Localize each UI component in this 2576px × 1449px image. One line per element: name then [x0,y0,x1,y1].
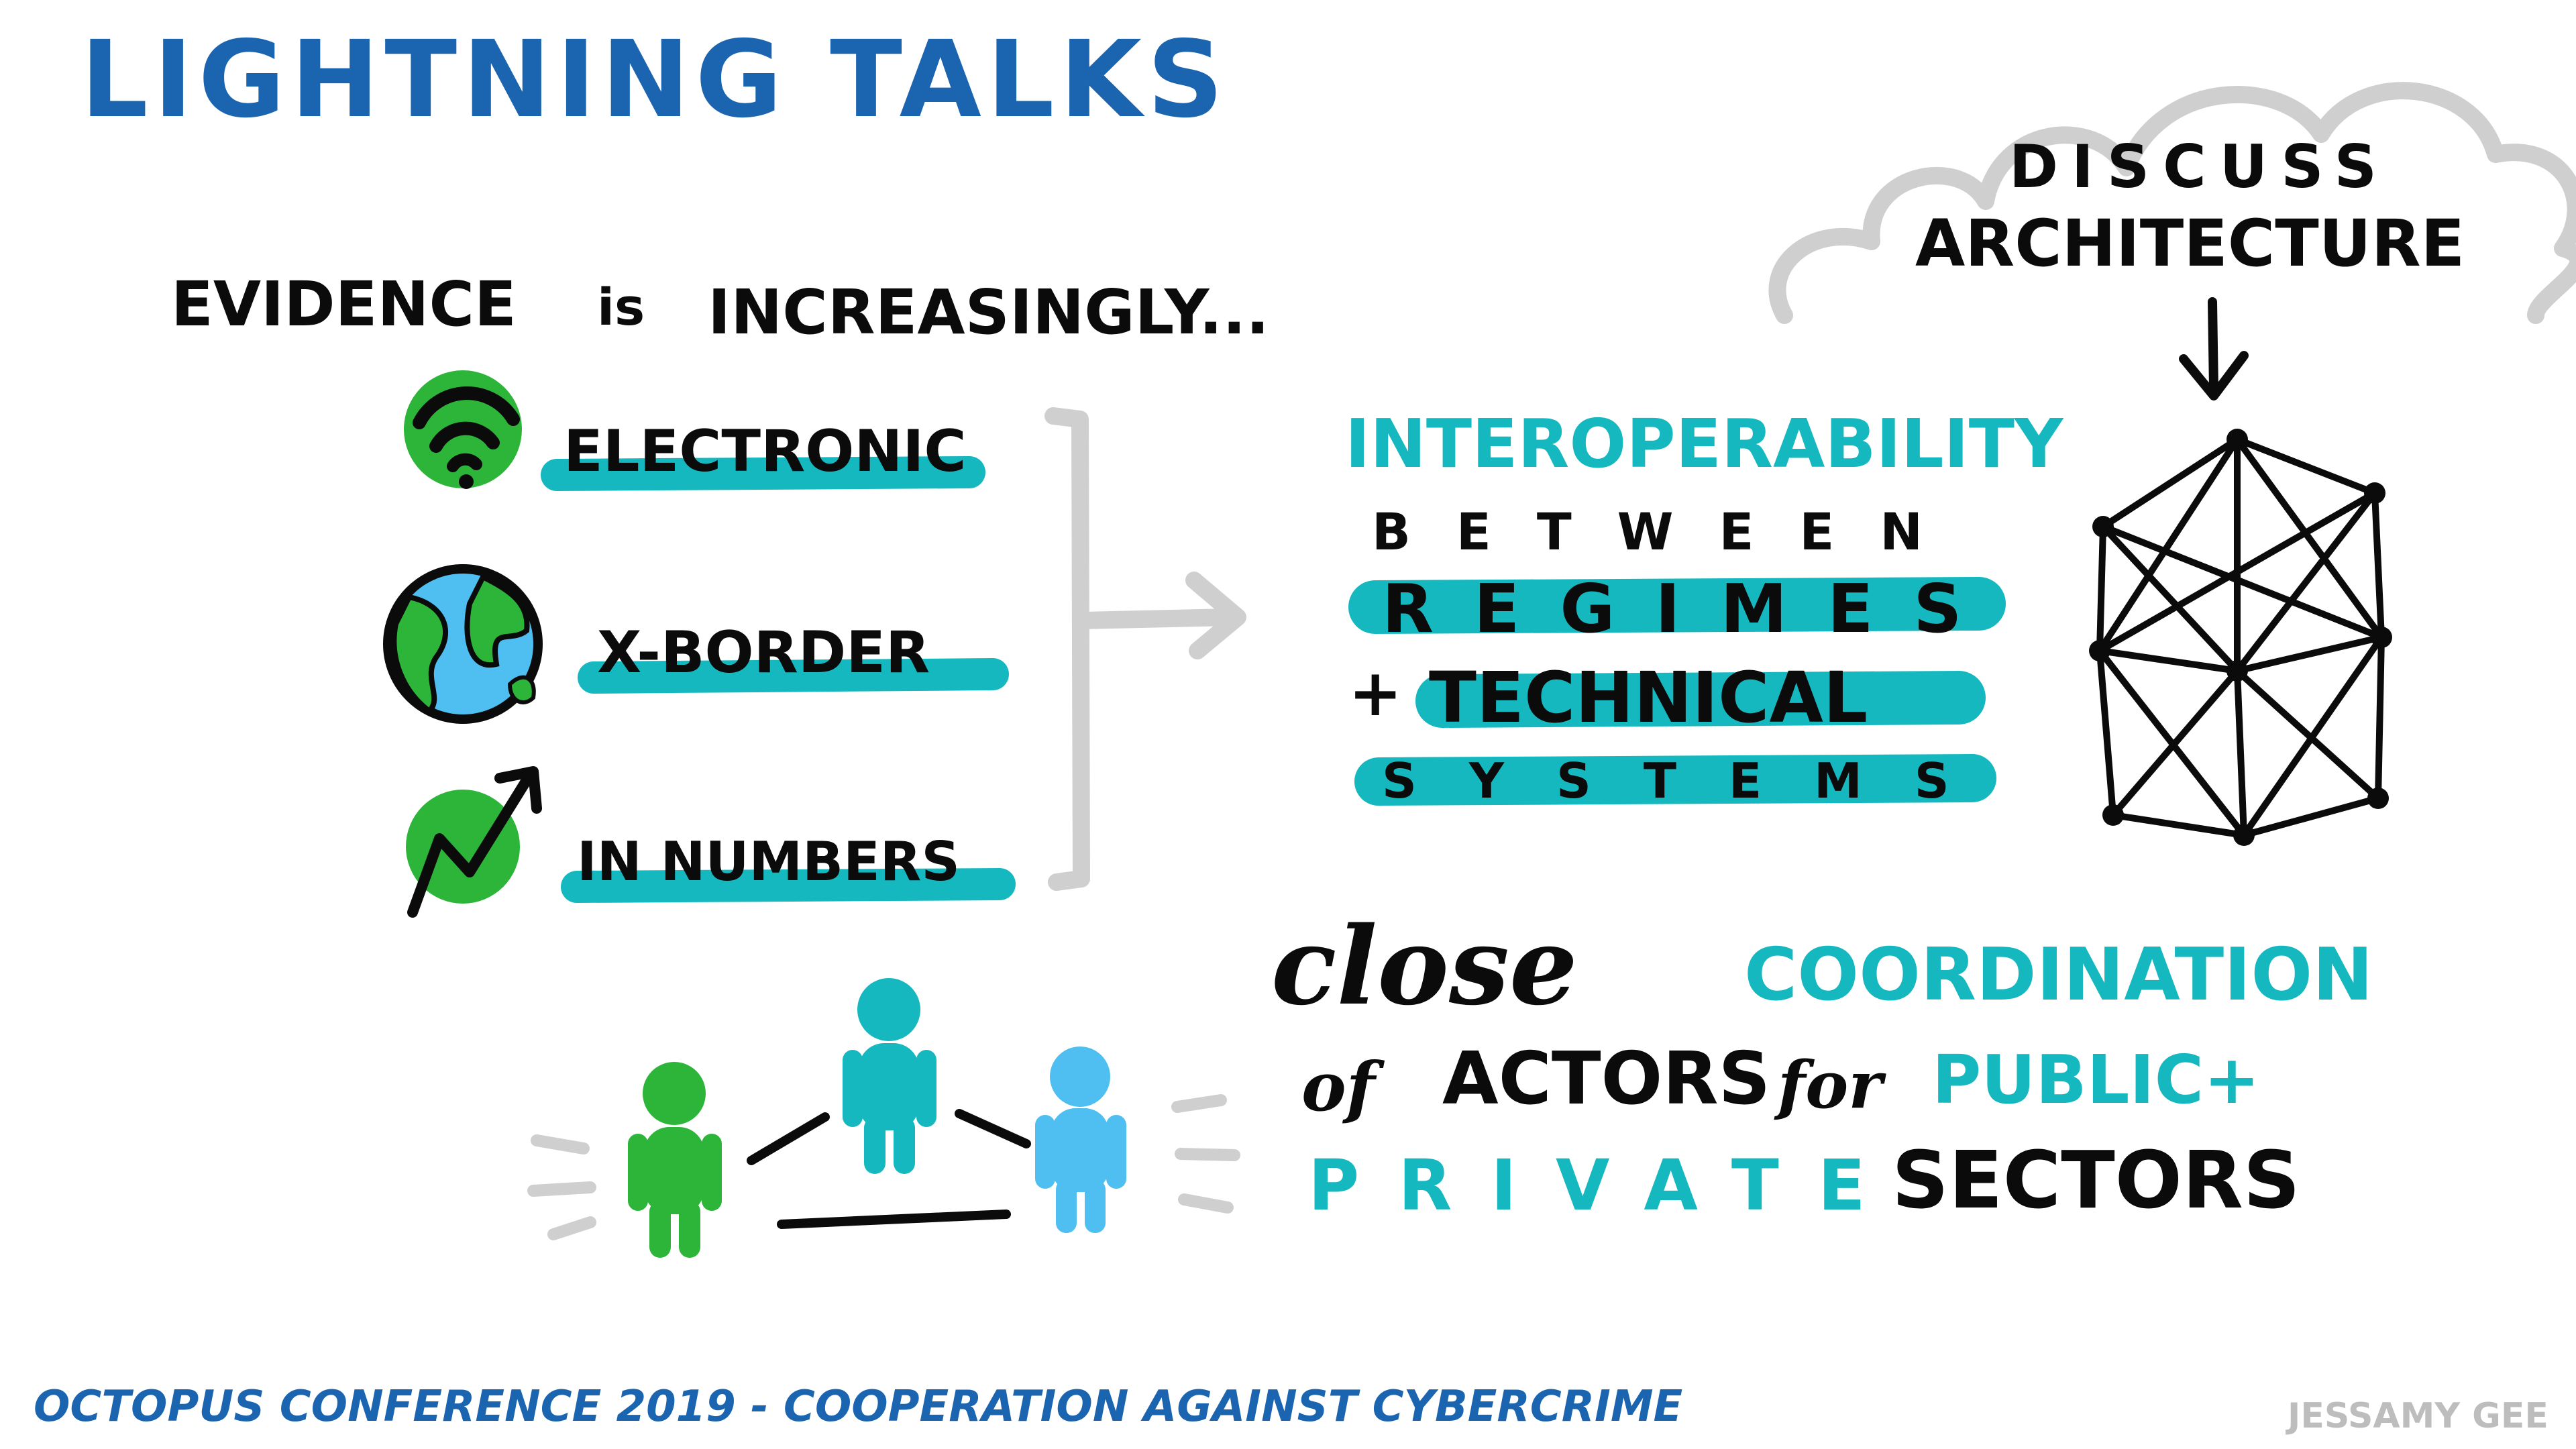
interoperability-between: BETWEEN [1372,502,1968,561]
coordination-of: of [1301,1047,1375,1126]
wifi-icon [404,370,522,489]
evidence-heading-is: is [597,277,645,337]
interoperability-regimes: REGIMES [1382,570,2002,648]
architecture-label: ARCHITECTURE [1915,206,2465,281]
coordination-for: for [1778,1047,1882,1123]
thought-cloud [1768,82,2576,324]
network-mesh-icon [2089,429,2392,846]
coordination-actors: ACTORS [1442,1037,1771,1121]
evidence-item-x-border: X-BORDER [597,619,930,686]
globe-icon [383,564,543,724]
evidence-item-electronic: ELECTRONIC [564,418,967,485]
arrow-down-icon [2179,297,2249,400]
footer-conference: OCTOPUS CONFERENCE 2019 - COOPERATION AG… [34,1382,1683,1432]
interoperability-heading: INTEROPERABILITY [1345,405,2063,483]
evidence-item-in-numbers: IN NUMBERS [577,830,960,893]
coordination-coordination: COORDINATION [1744,933,2373,1017]
interoperability-systems: SYSTEMS [1382,753,2002,809]
people-network-icon [527,978,1240,1258]
trend-up-icon [406,766,542,918]
evidence-heading-word: EVIDENCE [171,268,517,340]
grey-bracket-arrow [1044,407,1246,891]
footer-author: JESSAMY GEE [2288,1396,2548,1436]
coordination-close: close [1271,903,1578,1029]
interoperability-plus: + [1348,655,1403,731]
evidence-heading-increasingly: INCREASINGLY... [708,276,1270,348]
person-teal [843,978,936,1174]
coordination-sectors: SECTORS [1892,1134,2300,1226]
person-green [628,1062,722,1258]
interoperability-technical: TECHNICAL [1429,657,1868,739]
page-title: LIGHTNING TALKS [80,18,1229,142]
coordination-private: PRIVATE [1308,1144,1904,1226]
architecture-discuss: DISCUSS [2009,132,2391,201]
person-sky [1035,1046,1126,1233]
teal-highlights [541,456,2006,903]
coordination-public: PUBLIC+ [1932,1040,2260,1119]
